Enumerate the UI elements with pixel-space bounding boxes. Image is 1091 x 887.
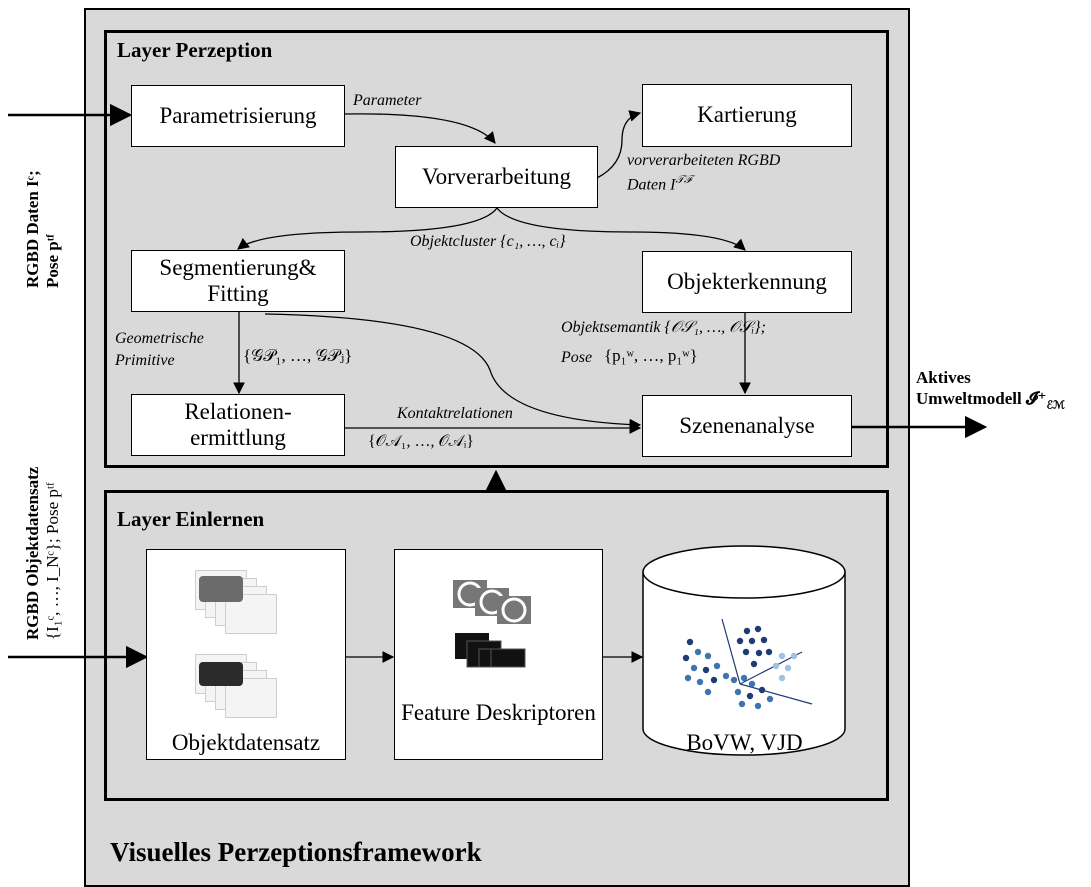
output-line1: Aktives xyxy=(916,368,971,387)
edge-vorverarbeitung-objekterkennung xyxy=(496,207,746,251)
feature-patches-circles xyxy=(453,580,531,624)
label-pose-set: {p₁ʷ, …, p₁ʷ} xyxy=(604,346,698,365)
edge-segmentierung-szenenanalyse xyxy=(264,313,642,431)
label-vorverarbeiteten-text: Daten I xyxy=(627,176,676,194)
label-geometrische-line1: Geometrische xyxy=(115,330,204,347)
label-vorverarbeiteten-line1: vorverarbeiteten RGBD xyxy=(627,152,781,169)
cluster-dots xyxy=(682,625,798,710)
layer-perzeption-title: Layer Perzeption xyxy=(117,38,273,62)
feature-patches-dark xyxy=(455,633,526,668)
object-photo-2 xyxy=(199,662,243,686)
output-line2-text: Umweltmodell 𝓘⁺ xyxy=(916,389,1047,408)
output-line2-sub: ℰℳ xyxy=(1046,399,1065,412)
node-kartierung: Kartierung xyxy=(642,84,852,147)
input-label-rgbd-top: RGBD Daten Iᶜ; Pose pᵗᶠ xyxy=(23,170,63,288)
edge-vorverarbeitung-kartierung xyxy=(596,110,642,179)
node-segmentierung: Segmentierung& Fitting xyxy=(131,250,345,312)
label-geometrische-line2: Primitive xyxy=(115,352,175,369)
output-line2: Umweltmodell 𝓘⁺ℰℳ xyxy=(916,388,1065,416)
edge-vorverarbeitung-segmentierung xyxy=(237,207,498,250)
node-szenenanalyse: Szenenanalyse xyxy=(642,395,852,457)
label-objektcluster: Objektcluster {c₁, …, cᵢ} xyxy=(410,233,566,250)
label-pose: Pose xyxy=(561,349,593,366)
label-objektsemantik: Objektsemantik {𝒪𝒮₁, …, 𝒪𝒮ᵢ}; xyxy=(561,319,766,336)
input-rgbd-bottom-line1: RGBD Objektdatensatz xyxy=(23,466,42,640)
node-feature-deskriptoren: Feature Deskriptoren xyxy=(394,549,603,760)
node-objekterkennung: Objekterkennung xyxy=(642,251,852,313)
input-rgbd-top-line2: Pose pᵗᶠ xyxy=(43,234,62,288)
node-relationen: Relationen-ermittlung xyxy=(131,394,345,456)
feature-deskriptoren-label: Feature Deskriptoren xyxy=(401,700,596,725)
node-vorverarbeitung: Vorverarbeitung xyxy=(395,146,598,208)
label-kontakt-set: {𝒪𝒜₁, …, 𝒪𝒜ᵢ} xyxy=(368,433,474,450)
edge-param-vorverarbeitung xyxy=(344,113,496,144)
input-label-rgbd-bottom: RGBD Objektdatensatz {I₁ᶜ, …, I_Nᶜ}; Pos… xyxy=(23,467,63,640)
label-parameter: Parameter xyxy=(353,92,422,109)
object-photo-1 xyxy=(199,576,243,602)
input-rgbd-bottom-line2: {I₁ᶜ, …, I_Nᶜ}; Pose pᵗᶠ xyxy=(43,482,62,640)
node-parametrisierung: Parametrisierung xyxy=(131,85,345,147)
feature-descriptor-images xyxy=(453,580,531,668)
input-rgbd-top-line1: RGBD Daten Iᶜ; xyxy=(23,170,42,288)
output-label: Aktives Umweltmodell 𝓘⁺ℰℳ xyxy=(916,367,1065,416)
label-vorverarbeiteten-line2: Daten I𝒯ℱ xyxy=(627,174,692,194)
node-bovw-database xyxy=(642,545,846,756)
objektdatensatz-label: Objektdatensatz xyxy=(171,730,321,755)
bovw-label: BoVW, VJD xyxy=(686,730,803,755)
layer-einlernen-title: Layer Einlernen xyxy=(117,507,265,531)
framework-title: Visuelles Perzeptionsframework xyxy=(110,837,482,867)
label-geometrische-set: {𝒢𝒫₁, …, 𝒢𝒫ⱼ} xyxy=(243,346,353,365)
label-vorverarbeiteten-sup: 𝒯ℱ xyxy=(675,174,692,186)
label-kontaktrelationen: Kontaktrelationen xyxy=(397,405,513,422)
node-objektdatensatz: Objektdatensatz xyxy=(146,549,346,760)
